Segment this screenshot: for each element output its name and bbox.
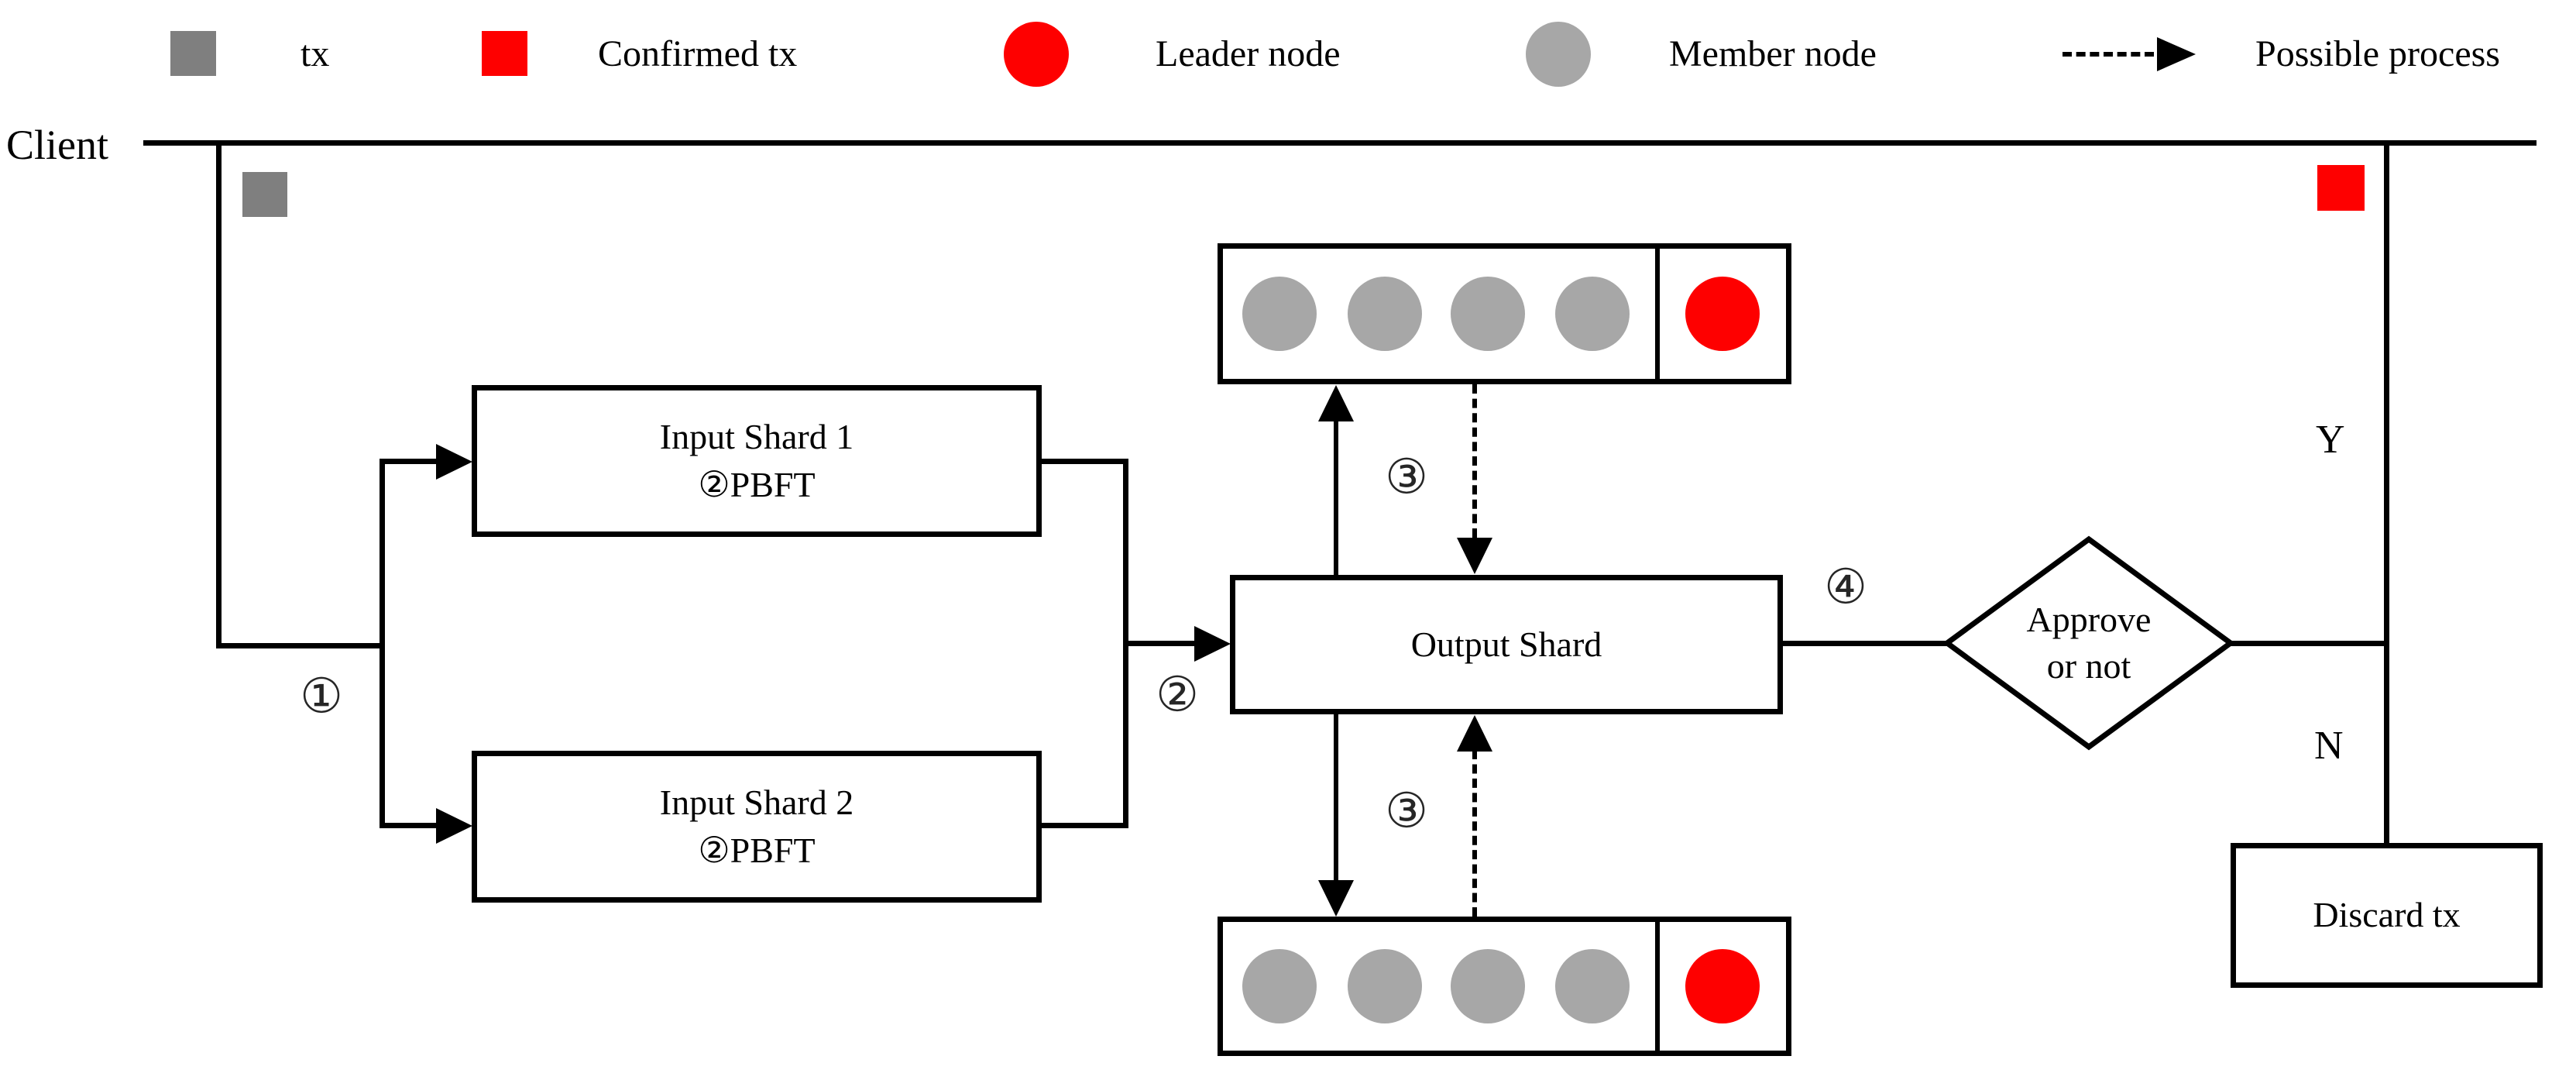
dashed-arrow-legend-head — [2157, 37, 2196, 71]
dashed-down-arrowhead — [1457, 538, 1492, 574]
legend-label-member-node: Member node — [1669, 33, 1877, 74]
leader-node-legend-swatch — [1004, 22, 1069, 87]
decision-diamond — [1942, 535, 2235, 751]
dashed-up-line — [1472, 750, 1477, 917]
dashed-down-line — [1472, 384, 1477, 538]
bottom-shard-group-box — [1218, 917, 1791, 1056]
discard-tx-title: Discard tx — [2313, 895, 2461, 935]
input-shard-2-box: Input Shard 2 ②PBFT — [472, 751, 1042, 903]
no-label: N — [2314, 724, 2344, 768]
tx-legend-swatch — [170, 31, 216, 76]
leader-divider — [1655, 249, 1660, 379]
legend-label-confirmed-tx: Confirmed tx — [598, 33, 798, 74]
member-node — [1242, 277, 1317, 351]
output-shard-box: Output Shard — [1230, 575, 1783, 714]
output-shard-title: Output Shard — [1410, 624, 1602, 664]
member-node — [1451, 949, 1525, 1023]
branch-vertical-line — [380, 459, 385, 828]
solid-down-arrow-line — [1334, 714, 1338, 881]
input-shard-2-subtitle: ②PBFT — [698, 831, 816, 870]
arrow-line-to-input-shard-1 — [380, 459, 440, 464]
legend-label-possible-process: Possible process — [2255, 33, 2500, 74]
client-label: Client — [6, 122, 108, 168]
confirmed-tx-legend-swatch — [482, 31, 527, 76]
discard-tx-box: Discard tx — [2231, 843, 2543, 988]
leader-node — [1685, 277, 1760, 351]
step2-label: ② — [1156, 666, 1199, 723]
arrowhead-into-input-shard-2 — [436, 808, 472, 844]
top-shard-group-box — [1218, 243, 1791, 384]
member-node — [1348, 949, 1422, 1023]
output-to-decision-line — [1783, 641, 1949, 646]
input-shard-2-title: Input Shard 2 — [659, 782, 854, 822]
decision-out-line — [2231, 641, 2389, 646]
legend-label-leader-node: Leader node — [1156, 33, 1341, 74]
arrowhead-into-output-shard — [1194, 626, 1231, 662]
dashed-up-arrowhead — [1457, 715, 1492, 752]
input-shard-1-subtitle: ②PBFT — [698, 465, 816, 504]
arrow-line-to-output-shard — [1123, 641, 1197, 646]
step3-bottom-label: ③ — [1385, 782, 1428, 839]
step1-label: ① — [300, 667, 343, 724]
member-node — [1242, 949, 1317, 1023]
member-node — [1555, 277, 1630, 351]
step4-label: ④ — [1824, 558, 1867, 615]
arrowhead-into-input-shard-1 — [436, 444, 472, 480]
member-node — [1348, 277, 1422, 351]
leader-divider — [1655, 922, 1660, 1051]
leader-node — [1685, 949, 1760, 1023]
dashed-arrow-legend-swatch — [2063, 52, 2154, 57]
tx-marker — [242, 172, 287, 217]
step3-top-label: ③ — [1385, 448, 1428, 505]
member-node-legend-swatch — [1526, 22, 1591, 87]
decision-line2: or not — [2046, 646, 2131, 686]
member-node — [1555, 949, 1630, 1023]
client-line — [143, 140, 2537, 146]
yes-label: Y — [2316, 418, 2345, 462]
confirmed-tx-marker — [2317, 165, 2365, 211]
decision-line1: Approve — [2026, 600, 2152, 640]
branch-horizontal-line — [216, 643, 385, 648]
input-shard-1-title: Input Shard 1 — [659, 416, 854, 456]
input-shard-2-out-line — [1042, 823, 1128, 828]
member-node — [1451, 277, 1525, 351]
solid-up-arrow-line — [1334, 421, 1338, 575]
solid-up-arrowhead — [1318, 385, 1354, 421]
arrow-line-to-input-shard-2 — [380, 823, 440, 828]
legend-label-tx: tx — [301, 33, 330, 74]
input-shard-1-out-line — [1042, 459, 1128, 464]
client-drop-line — [216, 140, 222, 648]
right-vertical-line — [2384, 140, 2389, 843]
decision-text: Approve or not — [1947, 539, 2231, 747]
solid-down-arrowhead — [1318, 880, 1354, 917]
input-shard-1-box: Input Shard 1 ②PBFT — [472, 385, 1042, 537]
